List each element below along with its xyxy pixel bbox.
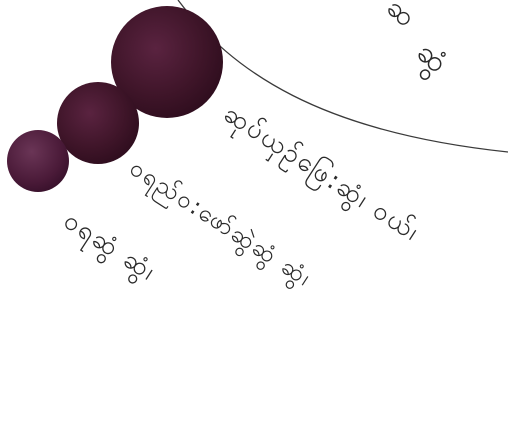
- berry-small: [7, 130, 69, 192]
- script-line-2: ဆွံ: [406, 35, 456, 86]
- berry-medium: [57, 82, 139, 164]
- script-line-5: ဝရဆွံ ဆွံ၊: [55, 206, 161, 292]
- script-line-1: ဆ: [380, 0, 424, 35]
